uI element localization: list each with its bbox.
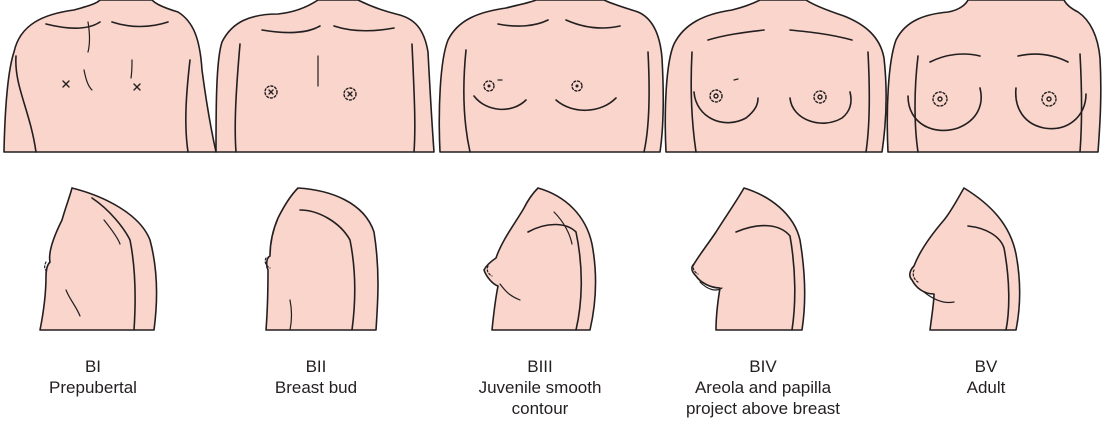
side-view-biii xyxy=(484,188,596,330)
side-view-bv xyxy=(910,188,1020,330)
stage-captions: BI Prepubertal BII Breast bud BIII Juven… xyxy=(0,356,1103,430)
stage-description: Breast bud xyxy=(211,377,421,398)
caption-biv: BIV Areola and papilla project above bre… xyxy=(668,356,858,419)
stage-code: BIV xyxy=(668,356,858,377)
front-view-bv xyxy=(887,0,1101,152)
stage-code: BI xyxy=(0,356,198,377)
caption-bv: BV Adult xyxy=(881,356,1091,398)
stage-description: Adult xyxy=(881,377,1091,398)
caption-bi: BI Prepubertal xyxy=(0,356,198,398)
side-view-biv xyxy=(692,188,805,330)
stage-code: BIII xyxy=(465,356,615,377)
front-view-bi xyxy=(4,0,216,152)
stage-code: BV xyxy=(881,356,1091,377)
caption-biii: BIII Juvenile smooth contour xyxy=(465,356,615,419)
stage-description: Areola and papilla project above breast xyxy=(668,377,858,419)
stage-code: BII xyxy=(211,356,421,377)
side-view-bii xyxy=(265,188,378,330)
side-view-bi xyxy=(40,188,157,330)
front-view-biii xyxy=(439,0,663,152)
stage-description: Prepubertal xyxy=(0,377,198,398)
front-view-biv xyxy=(665,0,886,152)
front-view-bii xyxy=(216,0,434,152)
stage-description: Juvenile smooth contour xyxy=(465,377,615,419)
caption-bii: BII Breast bud xyxy=(211,356,421,398)
